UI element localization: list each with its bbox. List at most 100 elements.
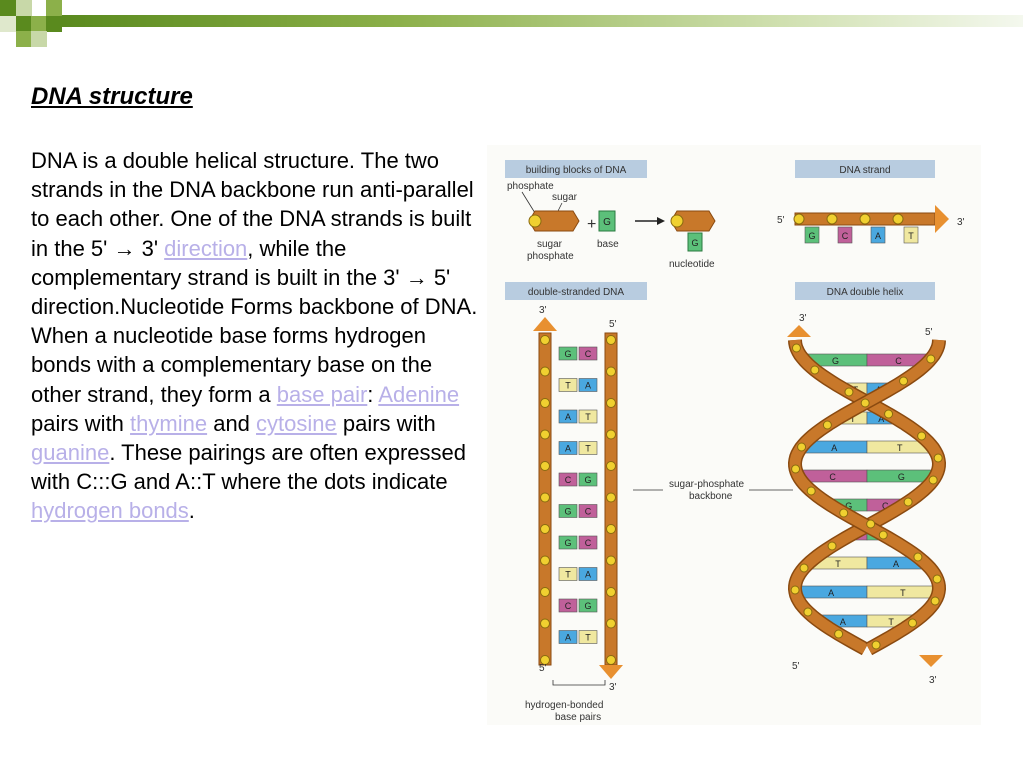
text-run: : [367,381,379,407]
base-block [578,346,598,361]
label-nucleotide: nucleotide [669,259,715,270]
base-letter: A [875,231,881,241]
phosphate-circle [790,585,800,595]
label-sugar-phosphate-1: sugar [537,239,563,250]
bracket [552,680,606,686]
phosphate-circle [860,398,870,408]
base-letter: C [565,475,572,485]
header-building-blocks: building blocks of DNA [526,165,627,176]
phosphate-circle [797,442,807,452]
page-title: DNA structure [31,83,193,110]
base-letter: A [565,444,571,454]
body-paragraph: DNA is a double helical structure. The t… [31,146,481,526]
base-block [558,630,578,644]
label-5prime: 5' [925,327,933,338]
label-5prime: 5' [539,663,547,674]
base-block [578,378,598,392]
base-block [558,441,578,455]
phosphate-circle [606,366,616,377]
link-direction[interactable]: direction [164,235,248,261]
link-hydrogen-bonds[interactable]: hydrogen bonds [31,498,189,524]
link-base-pair[interactable]: base pair [276,381,368,407]
label-3prime: 3' [799,313,807,324]
base-letter: G [564,507,571,517]
ladder-arrow-down [599,665,623,679]
label-3prime: 3' [539,305,547,316]
base-letter: A [585,570,591,580]
base-letter: T [908,231,914,241]
header-box [795,282,935,300]
phosphate-circle [540,398,550,408]
base-letter: C [842,231,849,241]
phosphate-circle [806,486,816,496]
base-block [578,472,598,487]
phosphate-circle [903,497,913,507]
base-block [578,567,598,581]
header-box [505,160,647,178]
phosphate-circle [878,530,888,540]
base-letter: A [878,414,884,424]
nucleotide-base [687,232,703,252]
phosphate-circle [540,335,550,345]
phosphate-circle [871,640,881,650]
link-guanine[interactable]: guanine [31,440,110,466]
text-run: pairs with [336,410,436,436]
base-letter: G [808,231,815,241]
base-block [558,378,578,392]
link-adenine[interactable]: Adenine [378,381,460,407]
phosphate-circle [907,618,917,628]
phosphate-circle [606,618,616,629]
dna-structure-figure: building blocks of DNA DNA strand double… [487,145,981,725]
base-block [558,567,578,581]
phosphate-circle [606,398,616,408]
header-gradient-bar [62,15,1023,27]
phosphate-circle [899,376,909,386]
phosphate-circle [827,541,837,551]
base-letter: C [585,349,592,359]
phosphate-circle [932,574,942,584]
base-letter: G [564,349,571,359]
phosphate-circle [606,429,616,440]
base-letter: G [898,472,905,482]
phosphate-circle [540,618,550,629]
label-3prime: 3' [957,217,965,228]
phosphate-circle [540,555,550,566]
phosphate-circle [606,555,616,566]
link-thymine[interactable]: thymine [130,410,208,436]
label-5prime: 5' [609,319,617,330]
phosphate-circle [540,587,550,597]
phosphate-circle [791,343,801,353]
base-block [870,226,886,244]
link-cytosine[interactable]: cytosine [256,410,337,436]
text-run: . [188,498,195,524]
phosphate-circle [803,607,813,617]
base-block [903,226,919,244]
text-run: DNA is a double helical structure. The t… [31,148,474,261]
deco-square [31,16,47,32]
base-block [558,409,578,424]
phosphate-circle [540,655,550,665]
base-letter: A [828,588,834,598]
phosphate-circle [826,213,838,225]
text-run: and [207,410,257,436]
deco-square [46,0,62,16]
header-double-stranded: double-stranded DNA [528,287,624,298]
deco-square [46,16,62,32]
base-block [578,441,598,455]
base-block [578,409,598,424]
arrow-head [657,217,665,225]
phosphate-circle [866,519,876,529]
base-letter: T [850,414,856,424]
base-letter: C [585,507,592,517]
slide-decoration [0,0,1023,47]
label-5prime: 5' [792,661,800,672]
text-run: , while the complementary strand is buil… [31,235,478,407]
phosphate-circle [793,213,805,225]
base-letter: G [564,538,571,548]
label-sugar-phosphate-2: phosphate [527,251,574,262]
strand-arrow [935,205,949,233]
ladder-arrow-up [533,317,557,331]
label-sugar: sugar [552,192,578,203]
